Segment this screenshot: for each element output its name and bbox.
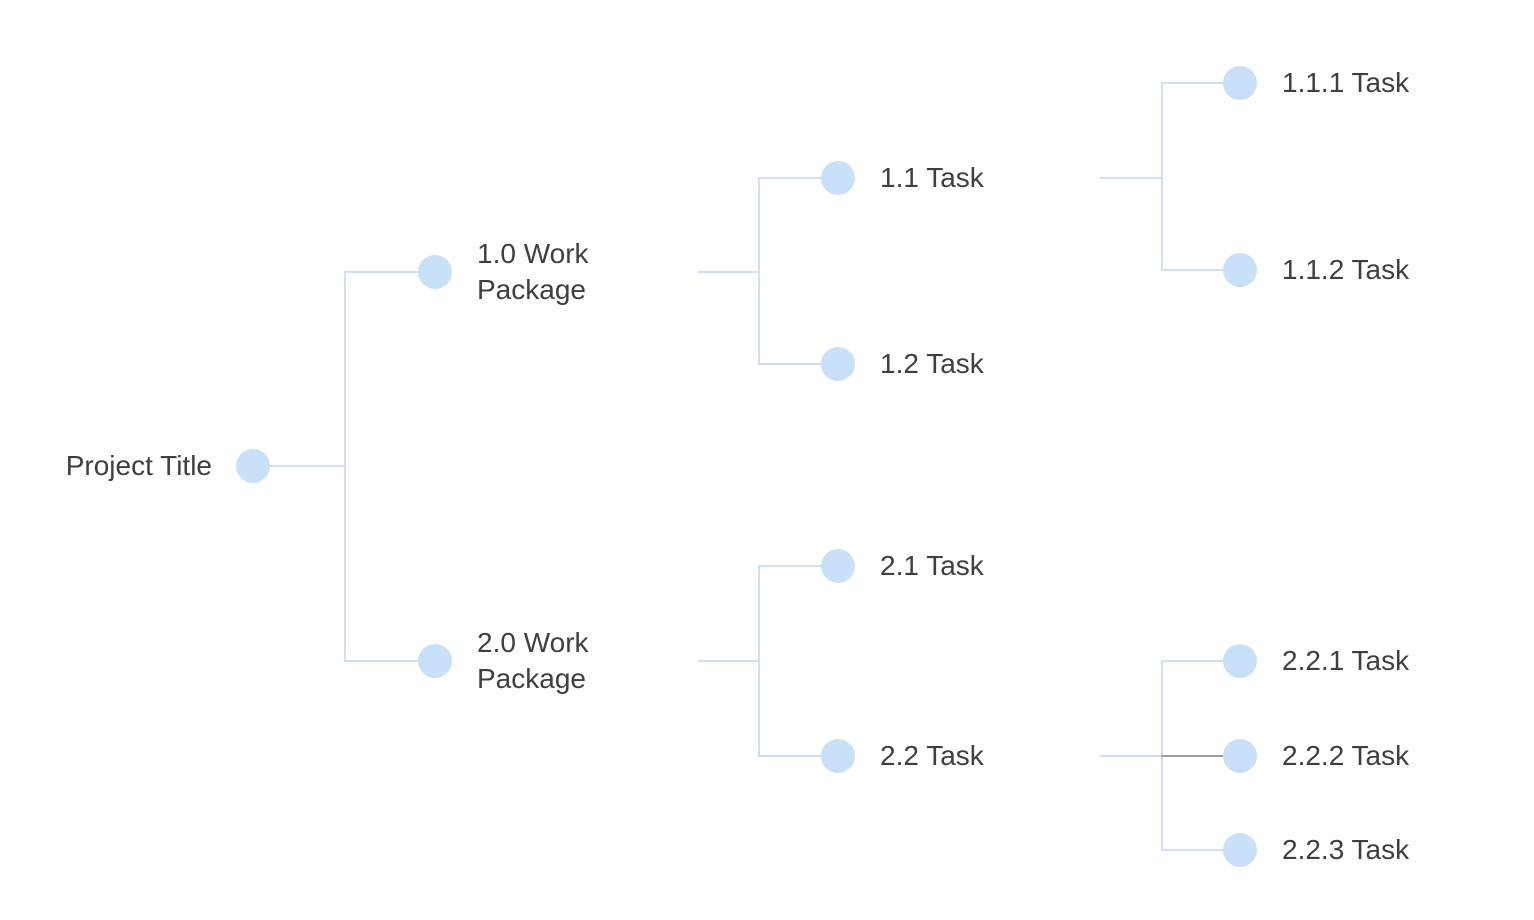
connector-segment — [1161, 660, 1241, 662]
node-circle-1-1-1[interactable] — [1223, 66, 1257, 100]
connector-segment — [758, 565, 760, 757]
connector-segment — [1161, 82, 1163, 271]
connector-segment — [758, 755, 839, 757]
node-circle-root[interactable] — [236, 449, 270, 483]
node-circle-1-1-2[interactable] — [1223, 253, 1257, 287]
node-circle-2-2-3[interactable] — [1223, 833, 1257, 867]
connector-segment — [344, 271, 346, 662]
connector-segment — [698, 660, 760, 662]
node-label-1-2[interactable]: 1.2 Task — [880, 348, 984, 379]
connector-segment — [252, 465, 346, 467]
connector-segment — [698, 271, 760, 273]
connector-segment — [1100, 177, 1163, 179]
node-label-1-1-2[interactable]: 1.1.2 Task — [1282, 254, 1410, 285]
connector-segment — [1100, 755, 1163, 757]
connector-segment — [758, 177, 760, 365]
node-label-2-2-2[interactable]: 2.2.2 Task — [1282, 740, 1410, 771]
node-circle-1-2[interactable] — [821, 347, 855, 381]
connector-segment — [1161, 82, 1241, 84]
connector-segment — [758, 565, 839, 567]
connector-segment — [344, 271, 436, 273]
node-circle-2-2-1[interactable] — [1223, 644, 1257, 678]
node-label-2-1[interactable]: 2.1 Task — [880, 550, 984, 581]
connector-segment — [1161, 755, 1241, 757]
node-label-2-0[interactable]: 2.0 Work Package — [477, 627, 589, 694]
connector-segment — [758, 363, 839, 365]
node-circle-1-0[interactable] — [418, 255, 452, 289]
node-label-2-2-3[interactable]: 2.2.3 Task — [1282, 834, 1410, 865]
node-label-root[interactable]: Project Title — [65, 450, 212, 481]
connector-segment — [1161, 269, 1241, 271]
connector-segment — [1161, 849, 1241, 851]
connector-segment — [758, 177, 839, 179]
node-label-2-2-1[interactable]: 2.2.1 Task — [1282, 645, 1410, 676]
node-label-2-2[interactable]: 2.2 Task — [880, 740, 984, 771]
node-circle-2-1[interactable] — [821, 549, 855, 583]
node-label-1-1-1[interactable]: 1.1.1 Task — [1282, 67, 1410, 98]
node-label-1-0[interactable]: 1.0 Work Package — [477, 238, 589, 305]
node-circle-2-2[interactable] — [821, 739, 855, 773]
node-circle-2-2-2[interactable] — [1223, 739, 1257, 773]
connector-segment — [344, 660, 436, 662]
node-circle-2-0[interactable] — [418, 644, 452, 678]
node-label-1-1[interactable]: 1.1 Task — [880, 162, 984, 193]
node-circle-1-1[interactable] — [821, 161, 855, 195]
